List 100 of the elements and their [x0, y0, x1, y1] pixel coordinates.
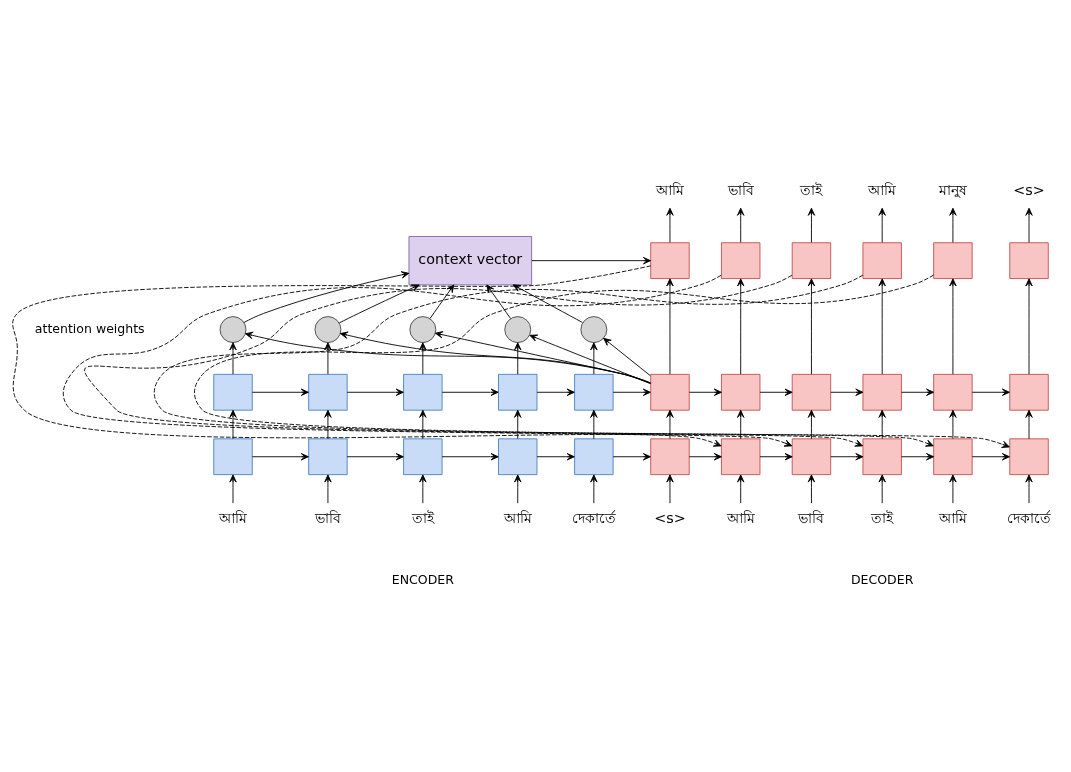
node-box [1009, 242, 1049, 279]
node-text: তাই [800, 182, 823, 199]
node-circle [409, 316, 437, 343]
arrow [1025, 474, 1033, 504]
node-box [721, 438, 761, 476]
arrow [807, 207, 816, 243]
arrow [486, 284, 511, 319]
node-box [791, 373, 832, 411]
node-box [721, 242, 761, 279]
arrow [531, 256, 651, 265]
node-circle [580, 316, 608, 343]
node-box [403, 438, 443, 476]
arrow [1025, 278, 1033, 375]
label: attention weights [34, 320, 145, 336]
node-text: তাই [871, 509, 894, 526]
arrow [514, 342, 522, 375]
arrow [324, 409, 332, 440]
arrow [807, 278, 816, 375]
arrow [12, 265, 722, 447]
arrow [878, 474, 886, 504]
arrow [536, 453, 575, 461]
node-text: আমি [726, 509, 755, 526]
arrow [514, 409, 522, 440]
arrow [901, 388, 935, 396]
node-box [403, 373, 443, 411]
node-box [498, 438, 538, 476]
arrow [339, 331, 651, 384]
arrow [590, 342, 598, 375]
node-box [933, 373, 973, 411]
arrow [807, 474, 816, 504]
arrow [737, 207, 745, 243]
node-text: দেকার্তে [1007, 509, 1052, 526]
arrow [901, 453, 935, 461]
arrow [346, 388, 404, 396]
arrow [878, 207, 886, 243]
node-text: আমি [938, 509, 967, 526]
arrow [529, 334, 652, 385]
node-text: আমি [655, 182, 684, 199]
arrow [338, 284, 420, 324]
arrow [878, 278, 886, 375]
arrow [612, 453, 651, 461]
arrow [590, 409, 598, 440]
arrow [245, 331, 651, 384]
node-box [1009, 373, 1049, 411]
arrow [1025, 409, 1033, 440]
arrow [1025, 207, 1033, 243]
arrow [229, 474, 237, 504]
node-box [574, 438, 614, 476]
arrow [324, 342, 332, 375]
arrow [666, 207, 674, 243]
node-text: দেকার্তে [571, 509, 616, 526]
arrow [971, 453, 1010, 461]
node-box [791, 438, 832, 476]
node-text: ভাবি [314, 509, 341, 526]
node-text: <s> [1013, 182, 1045, 199]
node-box [650, 438, 690, 476]
arrow [949, 207, 957, 243]
arrow [737, 409, 745, 440]
node-text: আমি [503, 509, 532, 526]
node-box [862, 242, 902, 279]
arrow [830, 388, 864, 396]
node-box [650, 373, 690, 411]
node-text: <s> [654, 509, 686, 526]
arrow [971, 388, 1010, 396]
arrow [666, 278, 674, 375]
arrow [419, 342, 427, 375]
arrow [666, 474, 674, 504]
node-circle [314, 316, 342, 343]
node-text: আমি [868, 182, 897, 199]
arrow [878, 409, 886, 440]
node-text: তাই [411, 509, 434, 526]
arrow [324, 474, 332, 504]
arrow [949, 474, 957, 504]
node-box [791, 242, 832, 279]
arrow [949, 409, 957, 440]
node-box [213, 438, 253, 476]
arrow [949, 278, 957, 375]
arrow [251, 453, 309, 461]
arrow [688, 388, 722, 396]
arrow [229, 409, 237, 440]
arrow [688, 453, 722, 461]
arrow [759, 453, 793, 461]
arrow [514, 474, 522, 504]
node-box [862, 438, 902, 476]
arrow [830, 453, 864, 461]
label: DECODER [850, 571, 914, 587]
node-box [650, 242, 690, 279]
arrow [536, 388, 575, 396]
node-box [933, 438, 973, 476]
node-box [308, 373, 348, 411]
node-box [498, 373, 538, 411]
arrow [434, 331, 652, 384]
node-text: ভাবি [798, 509, 825, 526]
arrow [243, 271, 410, 323]
arrow [759, 388, 793, 396]
arrow [419, 409, 427, 440]
node-text: আমি [219, 509, 248, 526]
node-box [574, 373, 614, 411]
node-box [308, 438, 348, 476]
arrow [419, 474, 427, 504]
